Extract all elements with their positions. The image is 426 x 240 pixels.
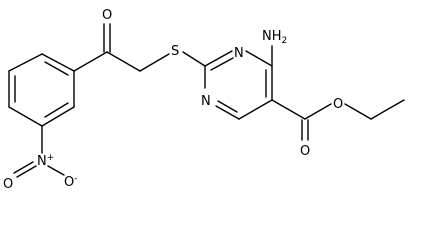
bond bbox=[182, 51, 206, 67]
nitro-nitrogen-label: N+ bbox=[37, 153, 54, 169]
bond bbox=[204, 50, 233, 67]
pyrimidine-n3-label: N bbox=[234, 46, 244, 61]
nitro-oxygen-label: O bbox=[3, 177, 13, 192]
bond-inner bbox=[217, 100, 238, 113]
bond bbox=[370, 99, 405, 120]
bond-inner bbox=[44, 102, 69, 118]
bond-inner bbox=[210, 57, 234, 71]
ketone-linker bbox=[73, 23, 170, 72]
bond bbox=[106, 51, 141, 72]
pyrimidine-ring bbox=[204, 50, 273, 120]
bond bbox=[8, 106, 43, 127]
bond bbox=[47, 165, 65, 176]
bond bbox=[139, 53, 170, 72]
bond bbox=[41, 106, 75, 127]
ester-oxygen-label: O bbox=[333, 97, 343, 112]
bond bbox=[271, 99, 306, 120]
bond bbox=[245, 50, 273, 67]
bond bbox=[8, 53, 43, 72]
sulfur-label: S bbox=[171, 44, 179, 59]
nitro-oxide-label: O- bbox=[64, 174, 77, 190]
bond bbox=[13, 161, 34, 174]
ester-carbonyl-oxygen-label: O bbox=[300, 144, 310, 159]
chemical-structure: NH2 N N S O O O N+ O O- bbox=[3, 8, 405, 192]
benzene-ring bbox=[8, 53, 75, 127]
bond bbox=[344, 103, 372, 120]
structure-canvas: NH2 N N S O O O N+ O O- bbox=[3, 8, 405, 192]
bond bbox=[238, 99, 273, 120]
bond bbox=[41, 53, 75, 72]
nitro-group bbox=[13, 125, 65, 178]
bond bbox=[73, 51, 108, 72]
bond-inner bbox=[44, 61, 69, 76]
ethyl-ester bbox=[271, 99, 405, 141]
bond bbox=[16, 165, 37, 178]
amino-label: NH2 bbox=[262, 29, 287, 46]
bond bbox=[304, 103, 332, 120]
pyrimidine-n1-label: N bbox=[201, 94, 211, 109]
ketone-oxygen-label: O bbox=[102, 8, 112, 23]
bond bbox=[215, 105, 240, 120]
atom-labels: NH2 N N S O O O N+ O O- bbox=[3, 8, 343, 192]
